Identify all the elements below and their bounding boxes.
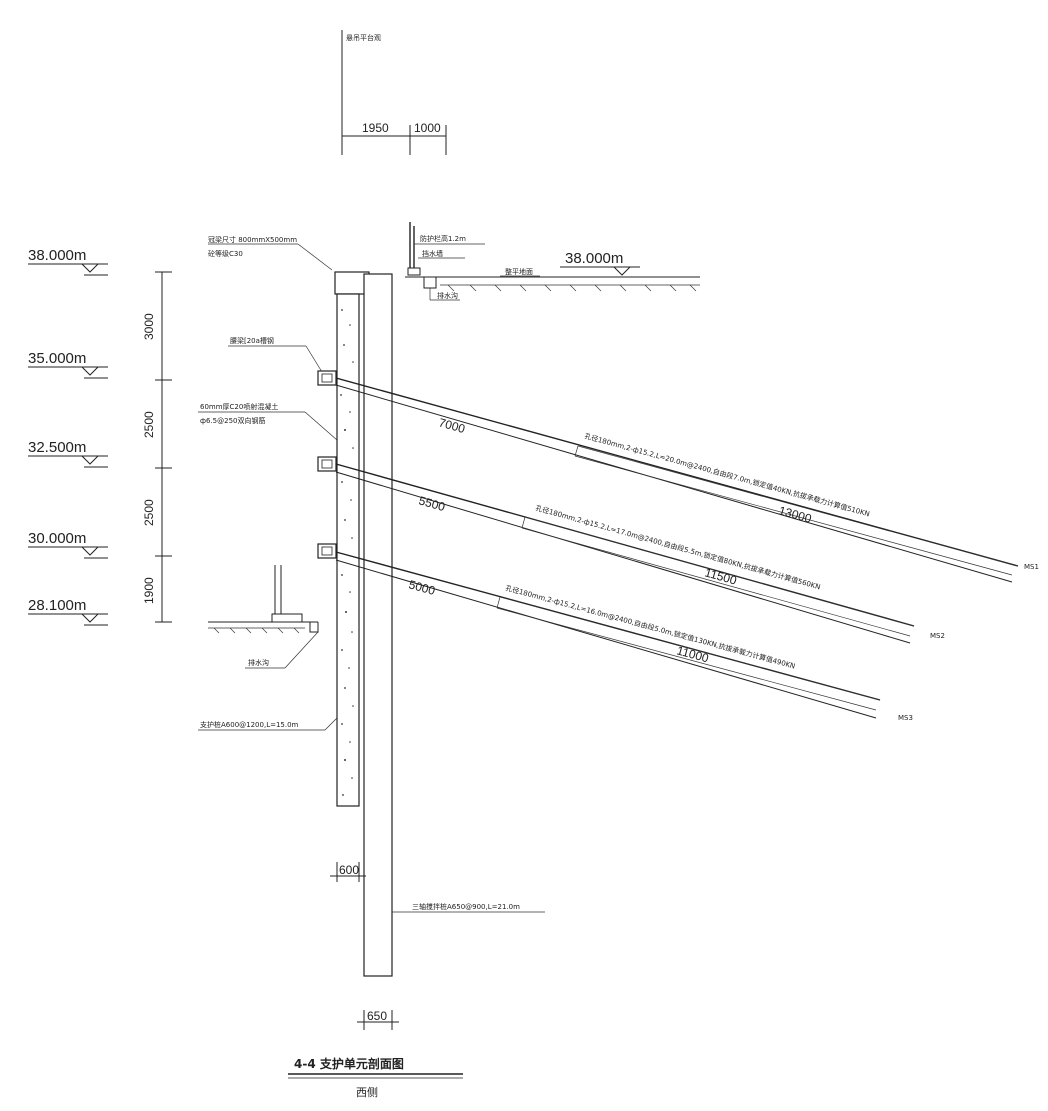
ms1-spec: 孔径180mm,2-ф15.2,L=20.0m@2400,自由段7.0m,锁定值…: [583, 431, 870, 518]
ms3-bond-length: 11000: [675, 643, 710, 665]
mixing-pile-width: 650: [367, 1009, 387, 1023]
vdim-3000: 3000: [142, 313, 156, 340]
crown-beam-concrete-label: 砼等级C30: [208, 249, 243, 258]
ms3-id: MS3: [898, 714, 913, 722]
vdim-2500-b: 2500: [142, 499, 156, 526]
ms1-free-length: 7000: [437, 415, 467, 436]
top-dim-1950: 1950: [362, 121, 389, 135]
drawing-title-block: 4-4 支护单元剖面图 西侧: [288, 1056, 463, 1099]
mixing-pile: 三轴搅拌桩A650@900,L=21.0m: [363, 273, 545, 977]
anchor-ms2: 5500 11500 孔径180mm,2-ф15.2,L=17.0m@2400,…: [335, 463, 945, 644]
ms2-free-length: 5500: [417, 493, 447, 514]
guard-rail: 防护栏高1.2m 挡水墙: [407, 222, 485, 276]
elev-marker-30: 30.000m: [28, 530, 108, 559]
svg-text:30.000m: 30.000m: [28, 530, 86, 547]
ground-surface: 38.000m 整平地面: [405, 250, 700, 292]
support-pile-width: 600: [339, 863, 359, 877]
mixing-pile-label: 三轴搅拌桩A650@900,L=21.0m: [412, 902, 520, 911]
elev-marker-35: 35.000m: [28, 350, 108, 379]
ms1-id: MS1: [1024, 563, 1039, 571]
crown-beam: 冠梁尺寸 800mmX500mm 砼等级C30: [208, 235, 370, 295]
ground-elevation-label: 38.000m: [565, 250, 623, 267]
elevation-markers: 38.000m 35.000m 32.500m 30.000m 28.100m: [28, 247, 108, 626]
mesh-label: ф6.5@250双向钢筋: [200, 416, 265, 425]
svg-text:32.500m: 32.500m: [28, 439, 86, 456]
elev-marker-38: 38.000m: [28, 247, 108, 276]
top-detail: 悬吊平台观 1950 1000: [341, 30, 447, 155]
elev-marker-28-1: 28.100m: [28, 597, 108, 626]
top-detail-label: 悬吊平台观: [346, 33, 381, 42]
vertical-dimensions: 3000 2500 2500 1900: [142, 271, 172, 623]
svg-text:28.100m: 28.100m: [28, 597, 86, 614]
ms2-bond-length: 11500: [703, 565, 738, 587]
drawing-subtitle: 西侧: [356, 1086, 378, 1099]
shotcrete-label: 60mm厚C20喷射混凝土: [200, 402, 278, 411]
waler-label: 腰梁[20a槽钢: [230, 336, 274, 345]
top-drain-label: 排水沟: [437, 291, 458, 300]
ms3-free-length: 5000: [407, 577, 437, 598]
anchor-ms3: 5000 11000 孔径180mm,2-ф15.2,L=16.0m@2400,…: [335, 551, 913, 722]
svg-text:35.000m: 35.000m: [28, 350, 86, 367]
ground-label: 整平地面: [505, 267, 533, 276]
bottom-drain-label: 排水沟: [248, 658, 269, 667]
svg-text:38.000m: 38.000m: [28, 247, 86, 264]
top-dim-1000: 1000: [414, 121, 441, 135]
elev-marker-32-5: 32.500m: [28, 439, 108, 468]
top-drain: 排水沟: [423, 277, 460, 301]
guard-rail-label: 防护栏高1.2m: [420, 234, 466, 243]
pile-width-dims: 600 650: [330, 862, 399, 1030]
wall-notes: 腰梁[20a槽钢 60mm厚C20喷射混凝土 ф6.5@250双向钢筋: [198, 336, 338, 441]
support-pile: 支护桩A600@1200,L=15.0m: [198, 293, 360, 807]
drain-wall-label: 挡水墙: [422, 249, 443, 258]
excavation-bottom: 排水沟: [208, 565, 319, 669]
support-pile-label: 支护桩A600@1200,L=15.0m: [200, 720, 299, 729]
waler-heads: [317, 370, 337, 559]
vdim-2500-a: 2500: [142, 411, 156, 438]
drawing-title: 4-4 支护单元剖面图: [294, 1056, 404, 1071]
ms2-id: MS2: [930, 632, 945, 640]
vdim-1900: 1900: [142, 577, 156, 604]
ms1-bond-length: 13000: [777, 503, 813, 525]
crown-beam-label: 冠梁尺寸 800mmX500mm: [208, 235, 297, 244]
